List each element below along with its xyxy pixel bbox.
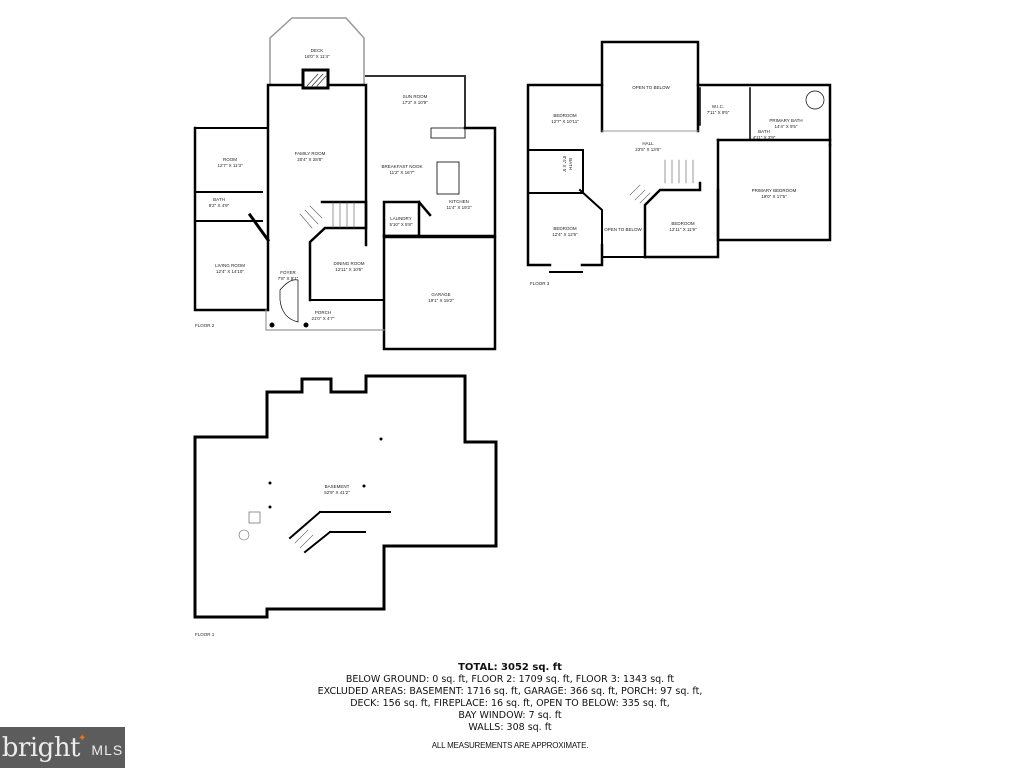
summary-line-4: BAY WINDOW: 7 sq. ft	[458, 710, 562, 721]
area-summary: TOTAL: 3052 sq. ft BELOW GROUND: 0 sq. f…	[290, 662, 730, 734]
floor2-plan	[193, 17, 497, 351]
logo-suffix: MLS	[91, 741, 124, 758]
total-area: TOTAL: 3052 sq. ft	[458, 662, 562, 673]
approximate-note: ALL MEASUREMENTS ARE APPROXIMATE.	[431, 741, 589, 750]
floor1-plan	[193, 374, 498, 619]
floor3-plan	[526, 40, 832, 273]
room-label-open-to-below-bottom: OPEN TO BELOW	[604, 227, 642, 232]
room-label-wic: W.I.C.7'11" X 9'5"	[706, 104, 730, 115]
summary-line-5: WALLS: 308 sq. ft	[468, 722, 552, 733]
room-label-open-to-below-top: OPEN TO BELOW	[632, 85, 670, 90]
bright-mls-logo: bright ✦ MLS	[0, 727, 125, 768]
summary-line-2: EXCLUDED AREAS: BASEMENT: 1716 sq. ft, G…	[317, 686, 703, 697]
floor2-label: FLOOR 2	[195, 323, 215, 328]
logo-wordmark: bright	[1, 732, 81, 763]
floor3-label: FLOOR 3	[530, 281, 550, 286]
summary-line-3: DECK: 156 sq. ft, FIREPLACE: 16 sq. ft, …	[350, 698, 670, 709]
logo-spark-icon: ✦	[78, 733, 87, 744]
summary-line-1: BELOW GROUND: 0 sq. ft, FLOOR 2: 1709 sq…	[345, 674, 675, 685]
floor1-label: FLOOR 1	[195, 632, 215, 637]
